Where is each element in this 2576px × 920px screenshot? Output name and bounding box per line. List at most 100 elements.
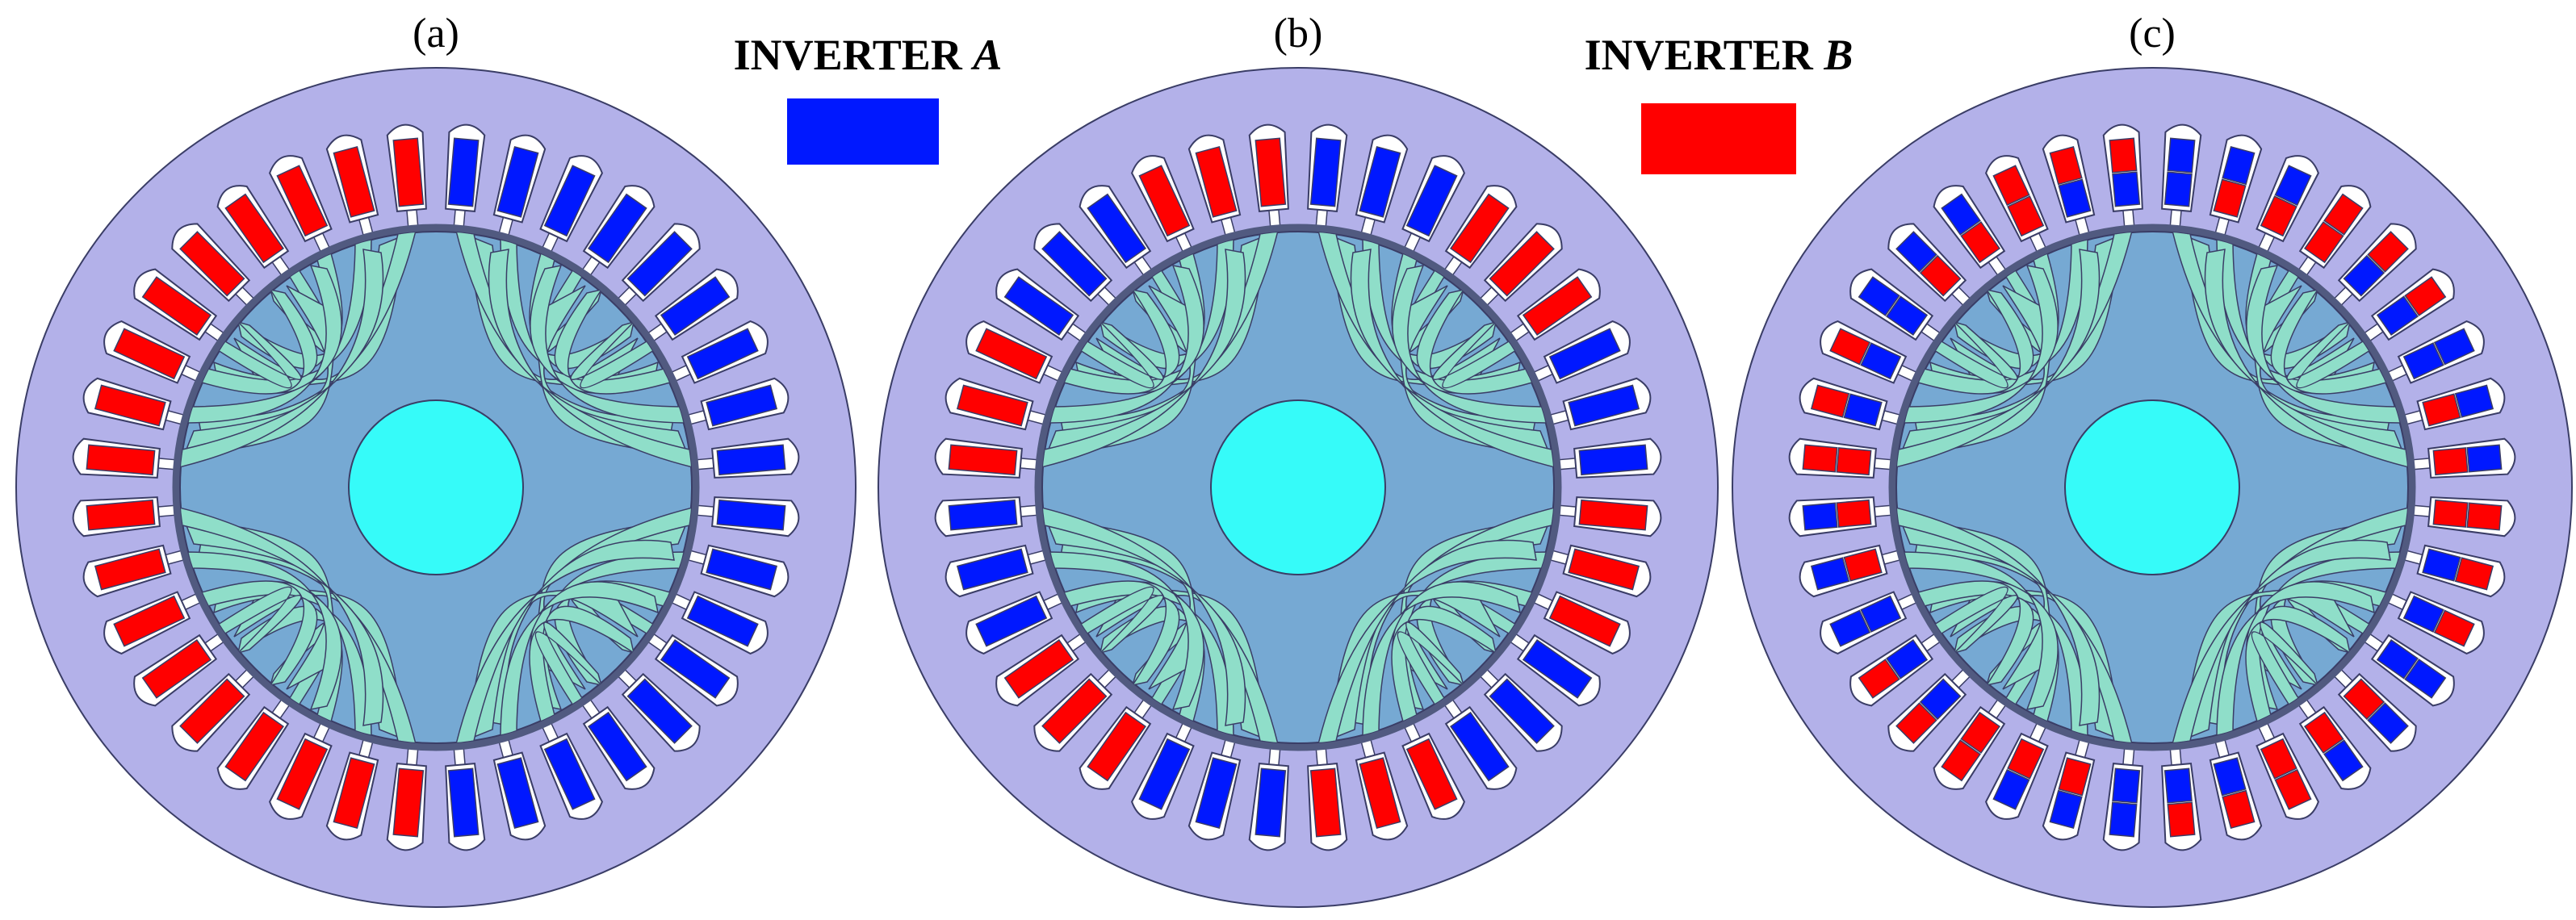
coil [587, 711, 647, 782]
coil [1405, 738, 1458, 810]
coil-outer [1829, 609, 1871, 647]
coil-inner [2432, 499, 2469, 528]
coil [392, 137, 425, 207]
coil [276, 165, 329, 237]
coil [956, 384, 1028, 427]
stator-slot [2411, 437, 2516, 479]
coil-inner [2402, 595, 2444, 633]
stator-slot [171, 667, 256, 752]
coil [706, 548, 778, 591]
coil-inner [1843, 548, 1883, 582]
coil [626, 678, 693, 744]
coil [1041, 231, 1108, 297]
stator-slot [325, 737, 379, 841]
coil [1449, 711, 1510, 782]
stator-slot [1556, 496, 1662, 537]
coil [975, 595, 1048, 647]
coil-outer [2222, 789, 2256, 830]
coil [1003, 276, 1074, 337]
coil [1254, 137, 1287, 207]
coil [1309, 137, 1342, 207]
coil [1522, 638, 1593, 699]
legend-inverter-a: INVERTER A [734, 31, 1002, 165]
stator-slot [1248, 746, 1289, 851]
stator-slot [1187, 134, 1242, 238]
stator-slot [1355, 134, 1409, 238]
coil-outer [2167, 801, 2196, 838]
rotor-shaft [348, 399, 524, 575]
stator-slot [2161, 746, 2202, 851]
legend-inverter-a-prefix: INVERTER [734, 31, 963, 79]
coil-outer [2167, 137, 2196, 174]
coil [1359, 145, 1401, 218]
coil [686, 595, 759, 647]
stator-slot [945, 377, 1049, 431]
coil [716, 499, 786, 531]
coil [1087, 711, 1147, 782]
stator-slot [386, 746, 427, 851]
stator-slot [2332, 223, 2417, 307]
coil [496, 757, 539, 830]
stator-slot [2411, 496, 2516, 537]
panel-labels: (a) (b) (c) [413, 10, 2176, 56]
coil-inner [2422, 548, 2461, 582]
stator-slot [945, 544, 1049, 598]
rotor-shaft [1210, 399, 1386, 575]
coil-outer [2466, 502, 2503, 531]
coil-outer [2454, 557, 2494, 591]
stator-slot [2385, 320, 2485, 384]
coil-inner [2260, 738, 2297, 780]
coil [1522, 276, 1593, 337]
coil-outer [2433, 609, 2475, 647]
coil [543, 165, 596, 237]
coil-outer [1895, 231, 1937, 273]
coil [1578, 499, 1648, 531]
coil [587, 193, 647, 264]
stator-slot [1887, 667, 1972, 752]
coil-inner [2112, 171, 2141, 207]
legend-inverter-b: INVERTER B [1585, 31, 1853, 174]
rotor-barriers [1042, 232, 1554, 743]
motor-b [878, 67, 1719, 908]
coil-outer [2109, 137, 2138, 174]
stator-slot [445, 746, 486, 851]
coil-outer [2367, 702, 2409, 744]
stator-slot [934, 437, 1040, 479]
stator-slot [82, 377, 186, 431]
coil-inner [1919, 678, 1962, 721]
stator-slot [133, 632, 226, 707]
panel-label-b: (b) [1274, 10, 1323, 56]
stator-slot [1799, 377, 1903, 431]
stator-slot [580, 697, 656, 790]
coil-inner [2303, 711, 2344, 754]
stator-slot [2297, 185, 2372, 278]
stator-slot [2102, 123, 2143, 229]
coil-inner [1860, 595, 1902, 633]
coil [1568, 384, 1640, 427]
motor-c [1732, 67, 2573, 908]
stator-slot [386, 123, 427, 229]
coil-inner [2007, 738, 2045, 780]
stator-slot [694, 496, 800, 537]
coil [1254, 767, 1287, 838]
coil-outer [1810, 557, 1850, 591]
coil-outer [2466, 444, 2503, 473]
coil-outer [1858, 659, 1900, 699]
coil [1195, 757, 1238, 830]
stator-slot [2209, 134, 2263, 238]
coil-inner [1836, 499, 1872, 528]
stator-slot [995, 632, 1088, 707]
coil [333, 145, 375, 218]
stator-slot [965, 591, 1065, 654]
coil [496, 145, 539, 218]
coil [224, 193, 285, 264]
stator-slot [82, 544, 186, 598]
stator-slot [269, 721, 333, 820]
stator-slot [1548, 377, 1652, 431]
stator-slot [216, 697, 291, 790]
coil-inner [2163, 171, 2193, 207]
coil-inner [2260, 195, 2297, 237]
coil-inner [1919, 254, 1962, 297]
coil-inner [1960, 221, 2001, 264]
